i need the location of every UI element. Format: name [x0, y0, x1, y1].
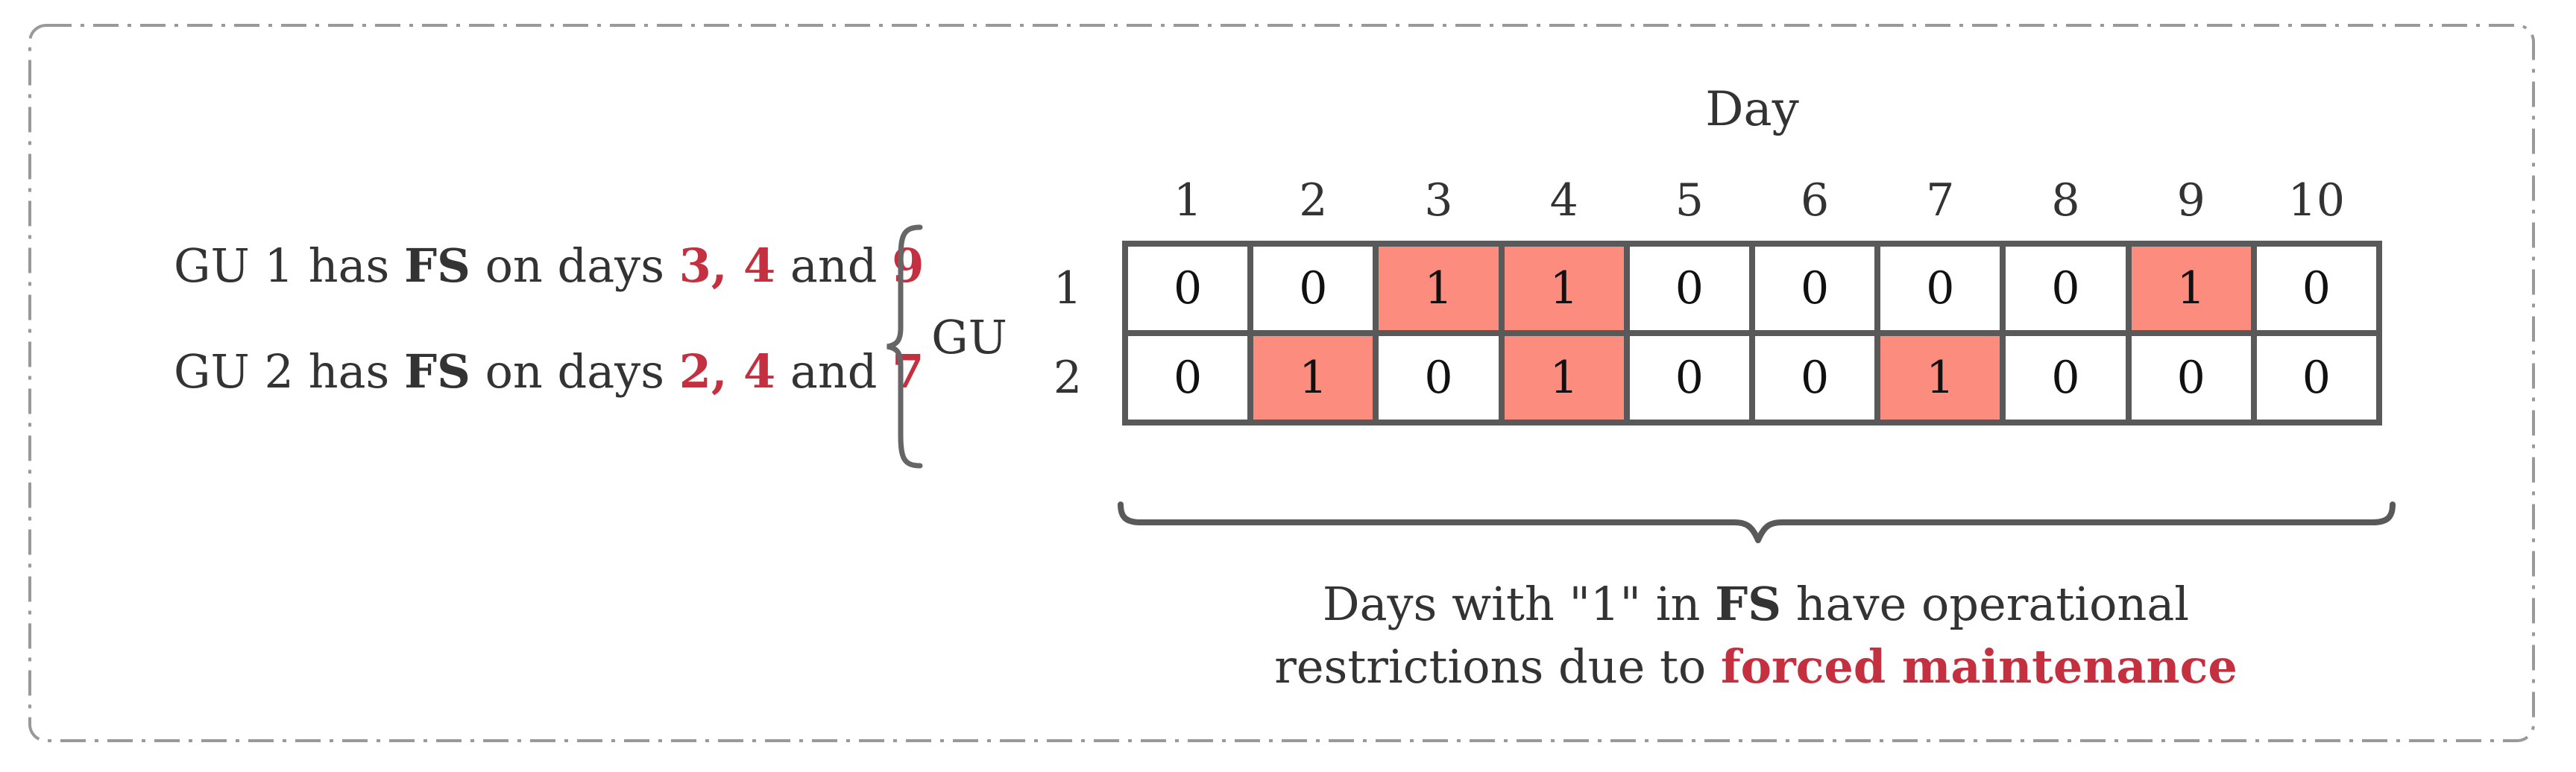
caption-text: restrictions due to: [1274, 639, 1721, 694]
fs-cell-gu1-day2: 0: [1253, 247, 1373, 330]
fs-cell-gu2-day4: 1: [1504, 336, 1624, 420]
figure-caption: Days with "1" in FS have operational res…: [1089, 573, 2423, 698]
caption-text: have operational: [1781, 577, 2190, 631]
annotation-gu2-and: and: [775, 344, 892, 399]
fs-cell-gu2-day3: 0: [1379, 336, 1499, 420]
fs-cell-gu2-day1: 0: [1128, 336, 1248, 420]
day-header: 9: [2176, 174, 2205, 227]
left-curly-brace: [887, 224, 923, 469]
day-header-row: 1 2 3 4 5 6 7 8 9 10: [1122, 174, 2382, 227]
fs-cell-gu1-day5: 0: [1629, 247, 1749, 330]
day-header: 2: [1299, 174, 1328, 227]
day-header: 5: [1675, 174, 1704, 227]
fs-cell-gu2-day7: 1: [1880, 336, 2000, 420]
fs-day-gu1-last: 9: [892, 238, 925, 293]
day-axis-label: Day: [1705, 82, 1799, 137]
fs-cell-gu1-day10: 0: [2256, 247, 2376, 330]
fs-cell-gu2-day8: 0: [2006, 336, 2126, 420]
fs-cell-gu1-day6: 0: [1754, 247, 1875, 330]
annotation-gu1-text: GU 1 has: [174, 238, 405, 293]
fs-cell-gu1-day9: 1: [2131, 247, 2251, 330]
caption-text: Days with "1" in: [1322, 577, 1716, 631]
day-header: 4: [1549, 174, 1578, 227]
fs-cell-gu2-day9: 0: [2131, 336, 2251, 420]
annotation-gu2-mid: on days: [470, 344, 679, 399]
day-header: 3: [1424, 174, 1453, 227]
fs-cell-gu1-day8: 0: [2006, 247, 2126, 330]
fs-abbrev: FS: [1715, 577, 1781, 631]
bottom-curly-brace: [1118, 502, 2396, 543]
fs-abbrev: FS: [404, 344, 470, 399]
gu-row-label: 1: [1053, 262, 1083, 314]
fs-days-gu2: 2, 4: [678, 344, 776, 399]
fs-abbrev: FS: [404, 238, 470, 293]
day-header: 10: [2287, 174, 2346, 227]
gu-axis-label: GU: [931, 310, 1007, 364]
fs-days-gu1: 3, 4: [678, 238, 776, 293]
annotation-gu2-text: GU 2 has: [174, 344, 405, 399]
day-header: 6: [1800, 174, 1830, 227]
day-header: 1: [1174, 174, 1203, 227]
fs-cell-gu1-day3: 1: [1379, 247, 1499, 330]
fs-cell-gu2-day2: 1: [1253, 336, 1373, 420]
annotation-gu1-and: and: [775, 238, 892, 293]
caption-line-2: restrictions due to forced maintenance: [1089, 636, 2423, 698]
fs-cell-gu1-day7: 0: [1880, 247, 2000, 330]
day-header: 7: [1926, 174, 1955, 227]
fs-cell-gu2-day5: 0: [1629, 336, 1749, 420]
fs-cell-gu1-day4: 1: [1504, 247, 1624, 330]
fs-cell-gu2-day10: 0: [2256, 336, 2376, 420]
caption-line-1: Days with "1" in FS have operational: [1089, 573, 2423, 636]
fs-cell-gu1-day1: 0: [1128, 247, 1248, 330]
annotation-gu2: GU 2 has FS on days 2, 4 and 7: [174, 344, 924, 404]
fs-cell-gu2-day6: 0: [1754, 336, 1875, 420]
annotation-gu1: GU 1 has FS on days 3, 4 and 9: [174, 238, 924, 298]
gu-row-label: 2: [1053, 352, 1083, 404]
forced-maintenance-term: forced maintenance: [1720, 639, 2238, 694]
annotation-gu1-mid: on days: [470, 238, 679, 293]
day-header: 8: [2051, 174, 2080, 227]
